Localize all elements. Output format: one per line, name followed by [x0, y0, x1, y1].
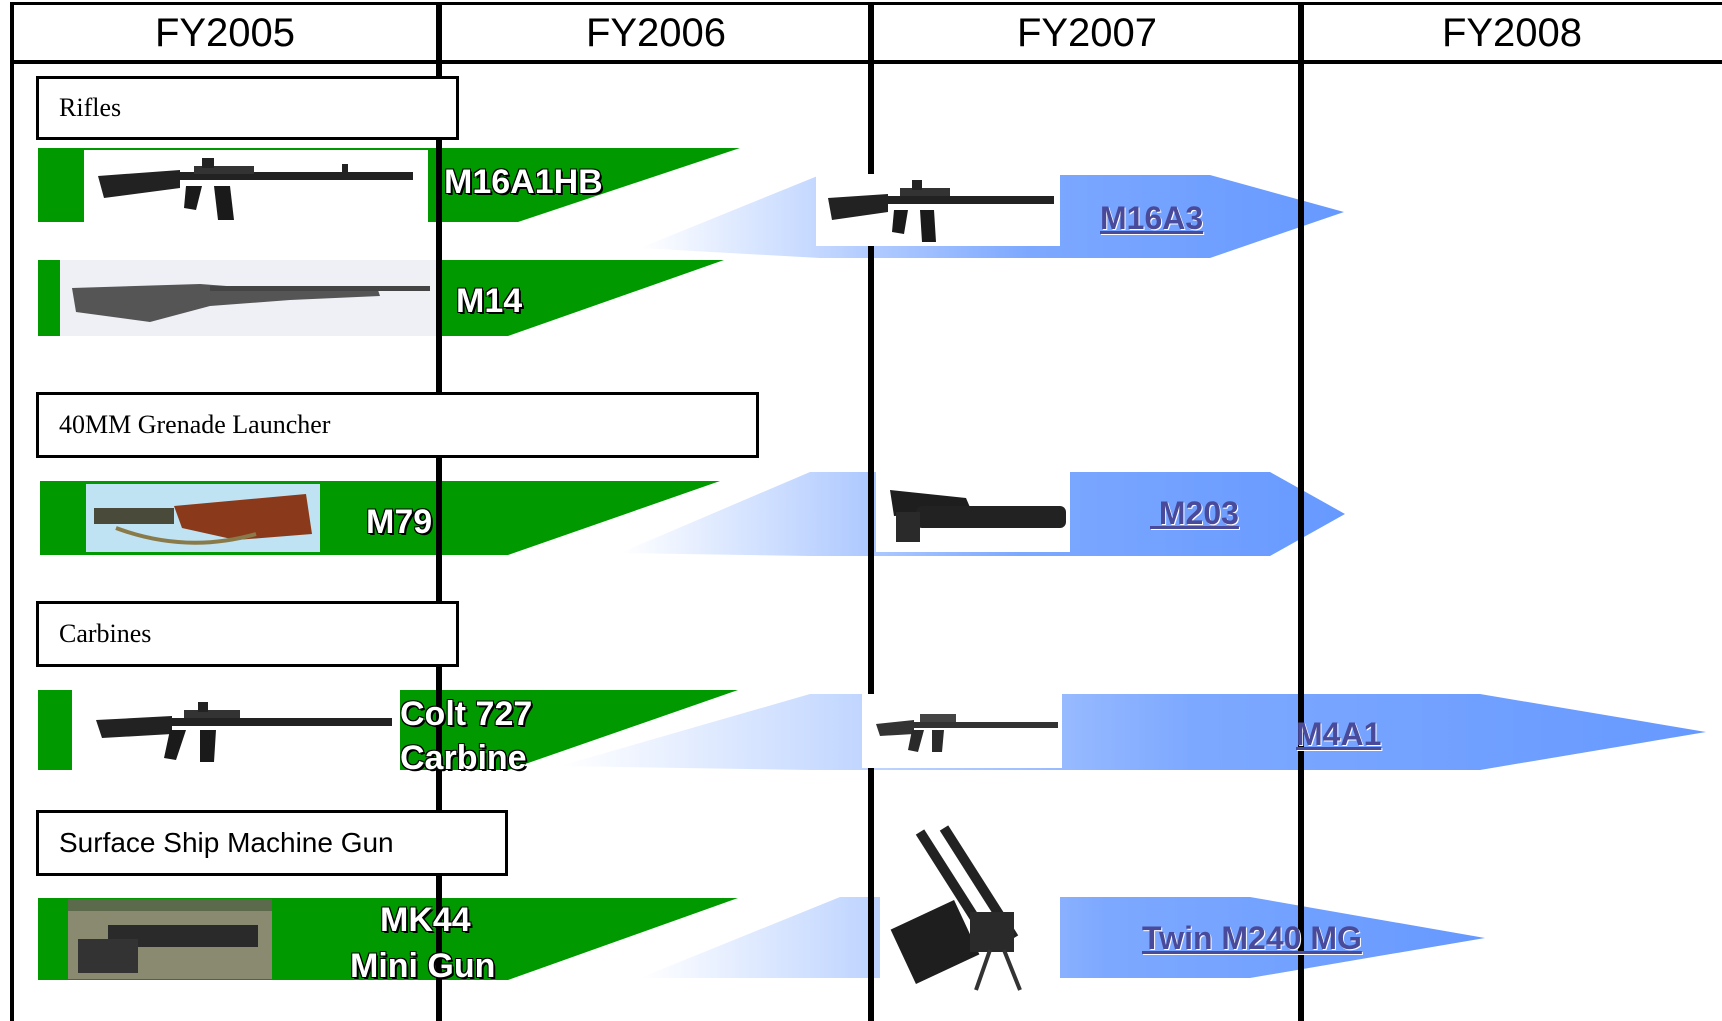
rifle-icon	[60, 260, 436, 336]
mk44-label-line2: Mini Gun	[350, 944, 495, 988]
grid-divider-2007	[868, 2, 874, 1021]
m16a3-photo	[816, 174, 1060, 246]
header-fy2008: FY2008	[1302, 2, 1722, 62]
m4a1-arrow	[560, 694, 1706, 770]
category-surface-ship-machine-gun: Surface Ship Machine Gun	[36, 810, 508, 876]
carbine-icon	[862, 694, 1062, 768]
m16a3-link[interactable]: M16A3	[1100, 200, 1203, 237]
m14-label: M14	[456, 279, 522, 323]
m203-link[interactable]: M203	[1150, 495, 1239, 532]
m14-photo	[60, 260, 436, 336]
m79-label: M79	[366, 500, 432, 544]
header-fy2007: FY2007	[872, 2, 1302, 62]
grenade-launcher-icon	[876, 472, 1070, 552]
twin-m240-link[interactable]: Twin M240 MG	[1142, 920, 1362, 957]
colt-727-photo	[72, 690, 400, 770]
grid-left-border	[10, 2, 14, 1021]
category-carbines: Carbines	[36, 601, 459, 667]
mk44-label-line1: MK44	[380, 898, 471, 942]
category-grenade-launcher: 40MM Grenade Launcher	[36, 392, 759, 458]
mk44-photo	[68, 899, 272, 979]
m16a1hb-photo	[84, 150, 428, 222]
header-fy2006: FY2006	[440, 2, 872, 62]
m203-photo	[876, 472, 1070, 552]
m79-photo	[86, 484, 320, 552]
twin-m240-photo	[880, 822, 1060, 992]
header-fy2005: FY2005	[10, 2, 440, 62]
minigun-icon	[68, 899, 272, 979]
machine-gun-icon	[880, 822, 1060, 992]
m16a1hb-label: M16A1HB	[444, 160, 603, 204]
rifle-icon	[816, 174, 1060, 246]
category-rifles: Rifles	[36, 76, 459, 140]
colt-727-label-line1: Colt 727	[400, 692, 532, 736]
carbine-icon	[72, 690, 400, 770]
rifle-icon	[84, 150, 428, 222]
m4a1-photo	[862, 694, 1062, 768]
grid-divider-2008	[1298, 2, 1304, 1021]
colt-727-label-line2: Carbine	[400, 736, 527, 780]
grenade-launcher-icon	[86, 484, 320, 552]
m4a1-link[interactable]: M4A1	[1296, 716, 1381, 753]
